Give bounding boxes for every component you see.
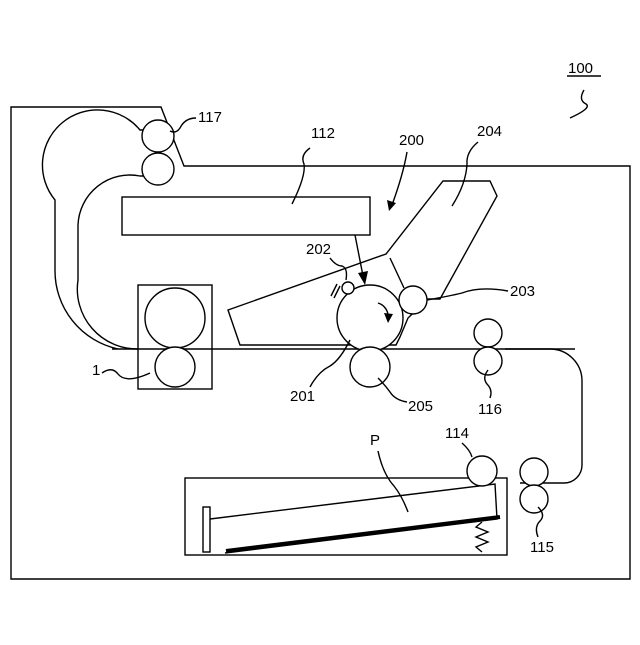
leader-204 — [452, 142, 478, 206]
cartridge-inner-line — [390, 258, 404, 288]
label-200: 200 — [399, 132, 424, 149]
label-116: 116 — [478, 401, 502, 418]
label-205: 205 — [408, 398, 433, 415]
label-117: 117 — [198, 109, 222, 126]
leader-200 — [392, 152, 407, 205]
label-203: 203 — [510, 283, 535, 300]
leader-100 — [570, 90, 587, 118]
transfer-roller — [350, 347, 390, 387]
label-204: 204 — [477, 123, 502, 140]
feed-roller — [467, 456, 497, 486]
leader-1 — [102, 370, 150, 379]
label-115: 115 — [530, 539, 554, 556]
registration-roller-upper — [474, 319, 502, 347]
sheet-stack — [210, 484, 497, 553]
charging-roller — [342, 282, 354, 294]
leader-114 — [462, 443, 472, 457]
conveying-roller-lower — [520, 485, 548, 513]
label-p: P — [370, 432, 380, 449]
label-202: 202 — [306, 241, 331, 258]
fixing-pressure-roller — [155, 347, 195, 387]
conveying-roller-upper — [520, 458, 548, 486]
leader-201 — [310, 340, 350, 387]
label-201: 201 — [290, 388, 315, 405]
label-1: 1 — [92, 362, 100, 379]
leader-203 — [427, 289, 508, 300]
photosensitive-drum — [337, 285, 403, 351]
discharge-roller-upper — [142, 120, 174, 152]
lift-plate — [226, 517, 500, 551]
developing-roller — [399, 286, 427, 314]
label-100: 100 — [568, 60, 593, 77]
tray-end-wall — [203, 507, 210, 552]
leader-112 — [292, 148, 310, 204]
label-114: 114 — [445, 425, 469, 442]
leader-117 — [170, 118, 196, 132]
leader-205 — [378, 378, 407, 402]
fixing-heat-roller — [145, 288, 205, 348]
exposure-beam-arrowhead — [358, 271, 368, 285]
leader-200-arrowhead — [387, 200, 396, 211]
lift-spring — [476, 522, 488, 552]
label-112: 112 — [311, 125, 335, 142]
exposure-unit — [122, 197, 370, 235]
leader-p — [378, 451, 408, 512]
discharge-roller-lower — [142, 153, 174, 185]
